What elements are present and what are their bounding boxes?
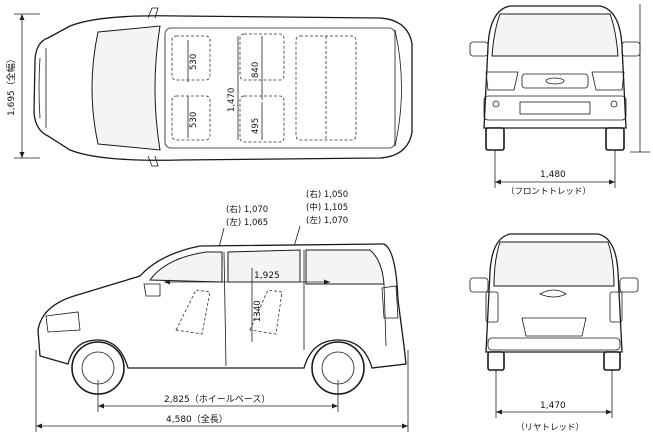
room-height-top: 840 (251, 62, 261, 78)
front-tread-label: （フロントトレッド） (506, 186, 591, 197)
headroom-right-rear: (右) 1,050 (306, 189, 348, 200)
headroom-left-rear: (左) 1,070 (306, 215, 348, 226)
rear-tread-value: 1,470 (540, 401, 566, 411)
overall-width-label: 1,695（全幅） (5, 54, 17, 116)
rear-view: 1,470 （リヤトレッド） (469, 233, 639, 433)
headroom-middle-rear: (中) 1,105 (306, 202, 348, 213)
overall-length-label: 4,580（全長） (166, 413, 228, 425)
headroom-left-front: (左) 1,065 (226, 217, 268, 228)
aisle-width: 495 (251, 118, 261, 134)
front-view: 1,480 （フロントトレッド） (469, 4, 650, 197)
room-length-label: 1,925 (254, 271, 280, 281)
seat-width-upper: 530 (189, 54, 199, 70)
front-tread-value: 1,480 (540, 170, 566, 180)
room-width-top: 1,470 (227, 88, 237, 112)
top-view: 1,695（全幅） 530 530 1,470 840 495 (5, 7, 413, 167)
wheelbase-label: 2,825（ホイールベース） (164, 394, 270, 405)
seat-width-lower: 530 (189, 112, 199, 128)
headroom-right-front: (右) 1,070 (226, 204, 268, 215)
room-height-label: 1340 (253, 300, 263, 322)
rear-tread-label: （リヤトレッド） (516, 422, 584, 433)
side-view: (右) 1,070 (左) 1,065 (右) 1,050 (中) 1,105 … (35, 189, 409, 432)
